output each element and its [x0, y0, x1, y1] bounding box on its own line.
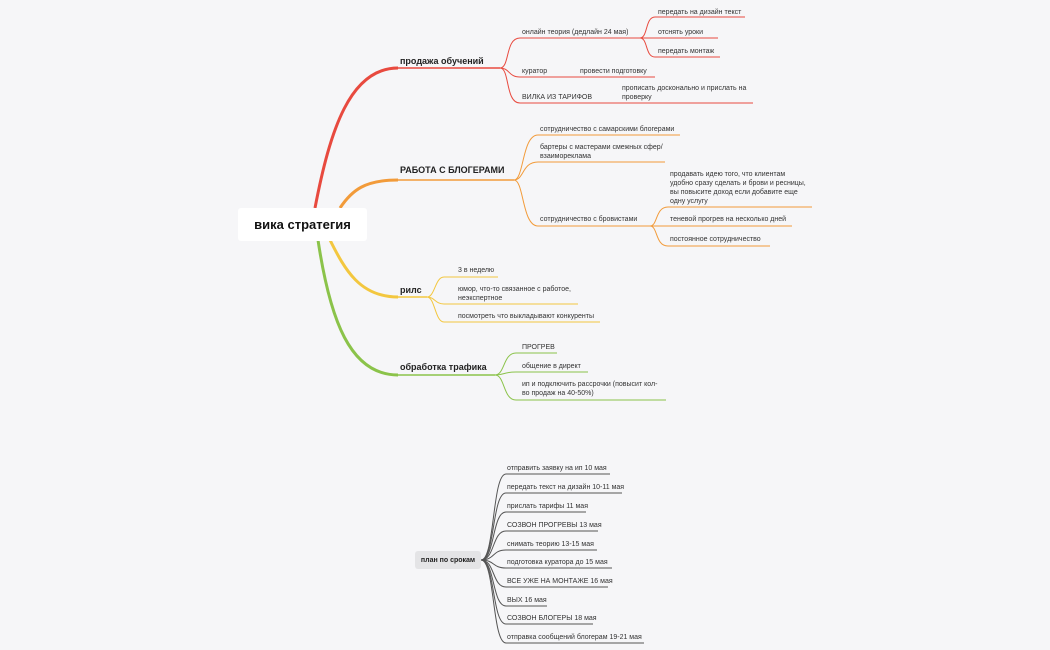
node-barter[interactable]: бартеры с мастерами смежных сфер/ взаимо…	[540, 144, 663, 160]
plan-item[interactable]: передать текст на дизайн 10-11 мая	[507, 484, 625, 491]
node-browists[interactable]: сотрудничество с бровистами	[540, 216, 638, 223]
node-describe-tariffs[interactable]: прописать досконально и прислать на пров…	[622, 85, 747, 101]
node-online-theory[interactable]: онлайн теория (дедлайн 24 мая)	[522, 29, 629, 36]
plan-title: план по срокам	[420, 556, 476, 564]
plan-item[interactable]: отправить заявку на ип 10 мая	[507, 465, 607, 472]
branch-sales[interactable]: продажа обучений	[400, 56, 484, 66]
branch-bloggers[interactable]: РАБОТА С БЛОГЕРАМИ	[400, 165, 505, 175]
connector-root-traffic	[316, 239, 399, 377]
branch-traffic[interactable]: обработка трафика	[400, 362, 487, 372]
node-curator[interactable]: куратор	[522, 68, 548, 75]
plan-item[interactable]: подготовка куратора до 15 мая	[507, 559, 608, 566]
connector-root-sales	[313, 66, 399, 209]
node-installments[interactable]: ип и подключить рассрочки (повысит кол-в…	[522, 381, 658, 397]
node-montage[interactable]: передать монтаж	[658, 48, 715, 55]
branch-reels[interactable]: рилс	[400, 285, 422, 295]
node-design-text[interactable]: передать на дизайн текст	[658, 9, 742, 16]
node-shadow-warmup[interactable]: теневой прогрев на несколько дней	[670, 216, 787, 223]
node-sell-idea[interactable]: продавать идею того, что клиентам удобно…	[670, 171, 806, 205]
connector-root-reels	[328, 239, 399, 299]
node-permanent-collab[interactable]: постоянное сотрудничество	[670, 236, 761, 243]
plan-item[interactable]: СОЗВОН БЛОГЕРЫ 18 мая	[507, 615, 597, 622]
node-samara-bloggers[interactable]: сотрудничество с самарскими блогерами	[540, 126, 675, 133]
plan-root-node[interactable]: план по срокам	[415, 551, 481, 569]
node-competitors[interactable]: посмотреть что выкладывают конкуренты	[458, 313, 595, 320]
plan-item[interactable]: отправка сообщений блогерам 19-21 мая	[507, 634, 642, 641]
connector-root-bloggers	[338, 178, 399, 209]
node-shoot-lessons[interactable]: отснять уроки	[658, 29, 704, 36]
node-prepare[interactable]: провести подготовку	[580, 68, 647, 75]
node-3-per-week[interactable]: 3 в неделю	[458, 267, 495, 274]
plan-item[interactable]: СОЗВОН ПРОГРЕВЫ 13 мая	[507, 522, 602, 529]
node-humor[interactable]: юмор, что-то связанное с работое, неэксп…	[458, 286, 571, 302]
root-title: вика стратегия	[254, 217, 351, 232]
plan-item[interactable]: прислать тарифы 11 мая	[507, 503, 588, 510]
root-node[interactable]: вика стратегия	[238, 208, 367, 241]
node-direct[interactable]: общение в директ	[522, 363, 581, 370]
plan-item[interactable]: ВЫХ 16 мая	[507, 597, 547, 604]
plan-item[interactable]: ВСЕ УЖЕ НА МОНТАЖЕ 16 мая	[507, 578, 613, 585]
node-tariffs[interactable]: ВИЛКА ИЗ ТАРИФОВ	[522, 94, 593, 101]
node-warmup[interactable]: ПРОГРЕВ	[522, 344, 555, 351]
plan-item[interactable]: снимать теорию 13-15 мая	[507, 541, 594, 548]
